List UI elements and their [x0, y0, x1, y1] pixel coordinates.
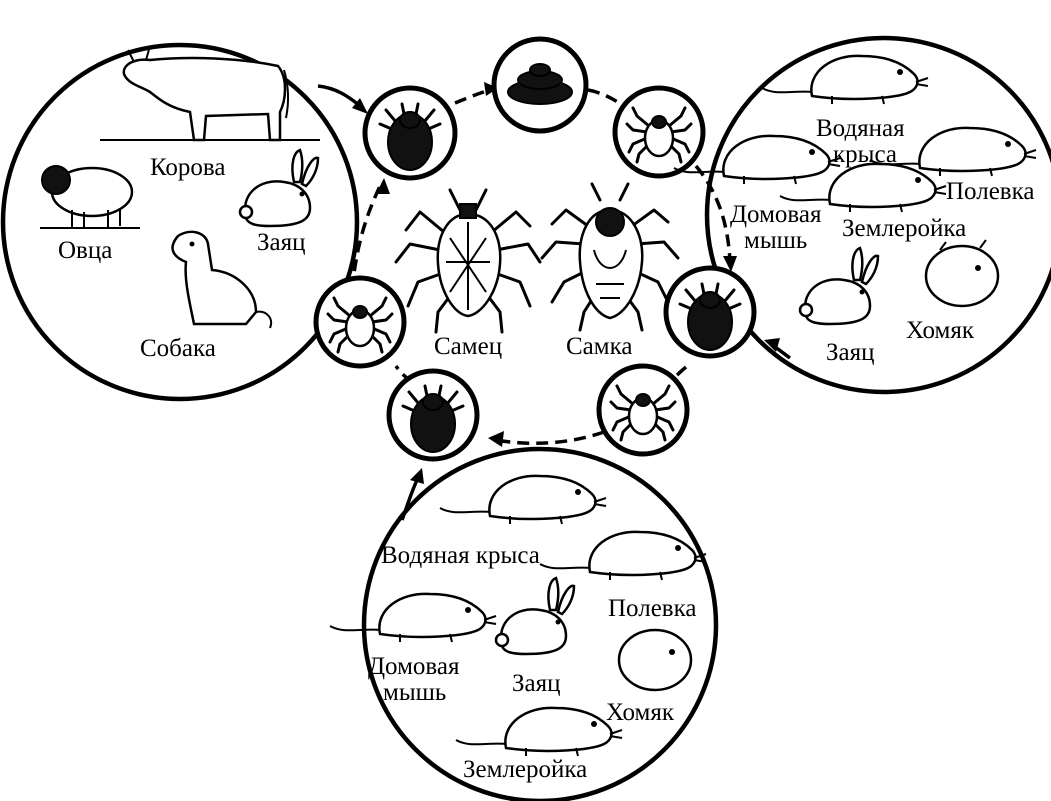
label-male: Самец: [434, 333, 502, 360]
label-hare: Заяц: [512, 670, 561, 697]
arrow-nymph-to-engorged-nymph: [496, 432, 604, 443]
cow-illustration: [100, 46, 320, 140]
arrowhead: [376, 178, 390, 194]
label-cow: Корова: [150, 154, 226, 181]
vole-illustration: [540, 532, 706, 580]
hare-illustration: [800, 248, 878, 324]
label-hare: Заяц: [257, 229, 306, 256]
arrow-top-left-hosts: [318, 86, 360, 106]
label-dog: Собака: [140, 335, 216, 362]
hare-illustration: [240, 150, 318, 226]
stage-larva: [615, 88, 703, 176]
shrew-illustration: [456, 708, 622, 756]
label-hare: Заяц: [826, 339, 875, 366]
arrowhead: [410, 468, 424, 484]
label-house-mouse-line1: Домовая: [730, 201, 822, 228]
stage-eggs: [494, 39, 586, 131]
stage-adult: [316, 278, 404, 366]
label-water-rat-line1: Водяная: [816, 115, 905, 142]
water-rat-illustration: [762, 56, 928, 104]
sheep-illustration: [40, 166, 140, 228]
hamster-illustration: [926, 240, 998, 306]
label-water-rat-line2: крыса: [833, 141, 897, 168]
arrow-larva-to-engorged-larva: [696, 166, 730, 262]
label-vole: Полевка: [946, 178, 1034, 205]
label-water-rat: Водяная крыса: [381, 542, 540, 569]
label-female: Самка: [566, 333, 632, 360]
label-sheep: Овца: [58, 237, 112, 264]
stage-nymph: [599, 366, 687, 454]
label-hamster: Хомяк: [906, 317, 975, 344]
hamster-illustration: [619, 630, 691, 690]
stage-engorged-nymph: [389, 371, 477, 459]
label-house-mouse-line2: мышь: [744, 227, 807, 254]
adult-female-tick: [542, 184, 678, 330]
label-house-mouse-line1: Домовая: [368, 653, 460, 680]
adult-male-tick: [396, 190, 540, 332]
house-mouse-illustration: [330, 594, 496, 642]
label-shrew: Землеройка: [842, 215, 966, 242]
stage-engorged-larva: [666, 268, 754, 356]
stage-adult-engorged: [365, 88, 455, 178]
label-vole: Полевка: [608, 595, 696, 622]
arrowhead: [488, 431, 504, 447]
label-shrew: Землеройка: [463, 756, 587, 783]
water-rat-illustration: [440, 476, 606, 524]
label-house-mouse-line2: мышь: [383, 679, 446, 706]
arrow-eggs-to-larva: [588, 90, 624, 106]
hare-illustration: [496, 578, 574, 654]
label-hamster: Хомяк: [606, 699, 675, 726]
